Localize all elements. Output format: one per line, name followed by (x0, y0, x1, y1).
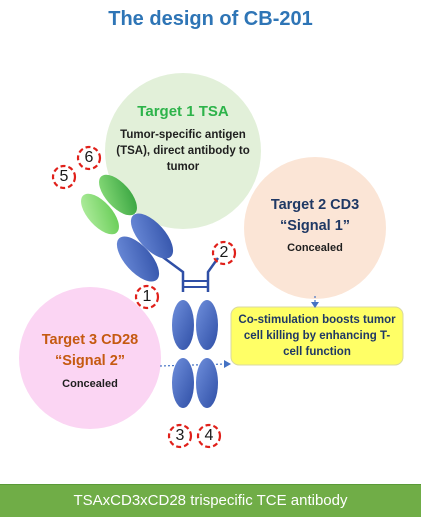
arrow-signal1-head (311, 302, 319, 308)
target3-note: Concealed (62, 378, 118, 390)
fc-domain-right-upper (196, 300, 218, 350)
target2-circle (244, 157, 386, 299)
site-label-3: 3 (175, 427, 185, 444)
site-marker-5 (51, 164, 77, 190)
site-marker-6 (76, 145, 102, 171)
site-marker-2 (211, 240, 237, 266)
target1-circle (105, 73, 261, 229)
site-label-5: 5 (59, 168, 69, 185)
page-title: The design of CB-201 (108, 8, 313, 30)
site-label-1: 1 (142, 288, 152, 305)
target1-title: Target 1 TSA (137, 103, 229, 120)
costimulation-box (230, 306, 404, 366)
footer-caption: TSAxCD3xCD28 trispecific TCE antibody (73, 492, 348, 509)
fc-domain-right-lower (196, 358, 218, 408)
target2-title: Target 2 CD3 (270, 197, 360, 213)
hinge-left (159, 253, 185, 292)
target3-signal: “Signal 2” (54, 353, 126, 369)
site-marker-1 (134, 284, 160, 310)
tsa-binding-domain-light (81, 193, 119, 235)
site-marker-3 (167, 423, 193, 449)
site-label-6: 6 (84, 149, 94, 166)
site-label-4: 4 (204, 427, 214, 444)
antibody-diagram (19, 73, 404, 449)
fc-domain-left-upper (172, 300, 194, 350)
target3-circle (19, 287, 161, 429)
tsa-binding-domain (99, 174, 137, 216)
footer-bar: TSAxCD3xCD28 trispecific TCE antibody (0, 484, 421, 517)
hinge-right (206, 257, 220, 292)
target1-description: Tumor-specific antigen (TSA), direct ant… (116, 129, 250, 173)
arrow-signal2-head (224, 360, 231, 368)
target2-signal: “Signal 1” (279, 218, 351, 234)
fab-domain-lower (116, 236, 160, 282)
site-label-2: 2 (219, 244, 229, 261)
target2-note: Concealed (287, 242, 343, 254)
site-marker-4 (196, 423, 222, 449)
fc-domain-left-lower (172, 358, 194, 408)
arrow-signal2 (159, 363, 227, 367)
costimulation-text: Co-stimulation boosts tumor cell killing… (238, 314, 396, 358)
fab-domain-upper (130, 213, 174, 259)
target3-title: Target 3 CD28 (41, 332, 139, 348)
